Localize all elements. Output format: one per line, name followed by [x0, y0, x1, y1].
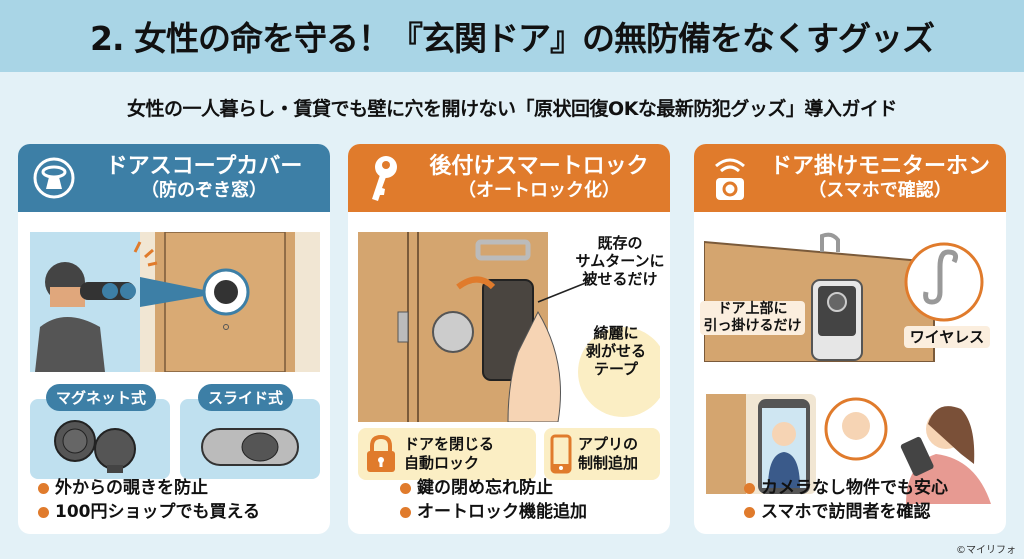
card-header: 後付けスマートロック （オートロック化） — [348, 144, 670, 212]
card-door-scope-cover: ドアスコープカバー （防のぞき窓） マグネット式 スライド式 外からの覗きを防 — [18, 144, 330, 534]
card-title: ドア掛けモニターホン — [769, 154, 990, 179]
page-subtitle: 女性の一人暮らし・賃貸でも壁に穴を開けない「原状回復OKな最新防犯グッズ」導入ガ… — [127, 97, 897, 120]
key-icon — [360, 154, 408, 202]
card-title: 後付けスマートロック — [429, 154, 649, 179]
bullet-item: カメラなし物件でも安心 — [744, 476, 1006, 500]
thumbturn-callout: 既存の サムターンに 被せるだけ — [575, 234, 665, 288]
bullet-item: オートロック機能追加 — [400, 500, 670, 524]
bullet-dot-icon — [400, 506, 411, 518]
wireless-callout: ワイヤレス — [904, 326, 990, 348]
smartphone-visitor-illustration — [706, 394, 996, 504]
tape-callout: 綺麗に 剥がせる テープ — [585, 324, 646, 378]
card-header: ドア掛けモニターホン （スマホで確認） — [694, 144, 1006, 212]
bullet-item: スマホで訪問者を確認 — [744, 500, 1006, 524]
hang-callout: ドア上部に 引っ掛けるだけ — [700, 301, 805, 335]
smart-lock-illustration — [358, 232, 668, 423]
feature-auto-lock: ドアを閉じる 自動ロック — [358, 428, 536, 480]
card-door-monitor: ドア掛けモニターホン （スマホで確認） ドア上部に 引っ掛けるだけ ワイヤレス — [694, 144, 1006, 534]
wifi-camera-icon — [706, 154, 754, 202]
card-smart-lock: 後付けスマートロック （オートロック化） 既存の サムターンに 被せるだけ 綺麗… — [348, 144, 670, 534]
magnet-type-panel — [30, 399, 170, 479]
bullet-dot-icon — [400, 482, 411, 494]
bullet-dot-icon — [744, 506, 755, 518]
smartphone-icon — [550, 434, 572, 474]
bullet-item: 100円ショップでも買える — [38, 500, 330, 524]
card-subtitle: （防のぞき窓） — [141, 180, 267, 202]
feature-app-control: アプリの 制制追加 — [544, 428, 660, 480]
magnet-type-tag: マグネット式 — [46, 384, 157, 411]
copyright-credit: ©マイリフォ — [956, 545, 1016, 556]
page-title: 2. 女性の命を守る！『玄関ドア』の無防備をなくすグッズ — [90, 19, 935, 58]
bullet-list: 外からの覗きを防止 100円ショップでも買える — [18, 476, 330, 524]
card-header: ドアスコープカバー （防のぞき窓） — [18, 144, 330, 212]
bullet-dot-icon — [38, 482, 49, 494]
bullet-list: 鍵の閉め忘れ防止 オートロック機能追加 — [348, 476, 670, 524]
peephole-cover-icon — [30, 154, 78, 202]
peeping-illustration — [30, 231, 320, 373]
bullet-list: カメラなし物件でも安心 スマホで訪問者を確認 — [694, 476, 1006, 524]
slide-type-panel — [180, 399, 320, 479]
title-band: 2. 女性の命を守る！『玄関ドア』の無防備をなくすグッズ — [0, 0, 1024, 72]
bullet-dot-icon — [38, 506, 49, 518]
subtitle-band: 女性の一人暮らし・賃貸でも壁に穴を開けない「原状回復OKな最新防犯グッズ」導入ガ… — [0, 72, 1024, 142]
slide-type-tag: スライド式 — [198, 384, 294, 411]
bullet-item: 鍵の閉め忘れ防止 — [400, 476, 670, 500]
bullet-item: 外からの覗きを防止 — [38, 476, 330, 500]
padlock-icon — [367, 434, 395, 472]
card-subtitle: （スマホで確認） — [808, 180, 952, 202]
card-title: ドアスコープカバー — [105, 154, 303, 179]
bullet-dot-icon — [744, 482, 755, 494]
card-subtitle: （オートロック化） — [458, 180, 620, 202]
